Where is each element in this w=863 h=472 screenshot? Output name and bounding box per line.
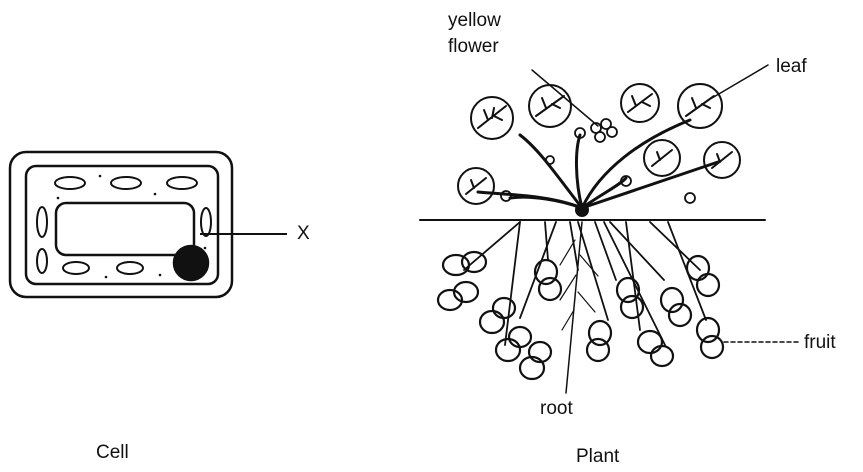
leaf bbox=[704, 142, 740, 178]
plant-caption: Plant bbox=[576, 446, 619, 467]
fruit-pod bbox=[438, 282, 478, 310]
fruit-label: fruit bbox=[804, 332, 836, 353]
fruit-pod bbox=[496, 327, 531, 361]
leaf bbox=[458, 168, 494, 204]
fruit-pod bbox=[638, 331, 673, 366]
fruit-pod bbox=[661, 288, 691, 326]
leaf bbox=[621, 84, 659, 122]
leaf-label: leaf bbox=[776, 56, 807, 77]
cell-caption: Cell bbox=[96, 442, 129, 463]
leaf bbox=[471, 97, 513, 139]
plant-crown bbox=[575, 203, 589, 217]
leaf-pointer-line bbox=[712, 65, 768, 98]
plant-cell bbox=[10, 152, 287, 297]
leaf bbox=[678, 84, 722, 128]
fruit-pod bbox=[520, 342, 551, 379]
root-label: root bbox=[540, 398, 573, 419]
fruits bbox=[438, 252, 723, 379]
fruit-pod bbox=[587, 321, 611, 361]
nucleus bbox=[174, 246, 208, 280]
cell-x-label: X bbox=[297, 223, 310, 244]
leaf bbox=[529, 85, 571, 127]
leaf bbox=[644, 140, 680, 176]
leaves bbox=[458, 84, 740, 204]
yellow-flower-label-line2: flower bbox=[448, 36, 499, 57]
plant bbox=[420, 65, 798, 393]
yellow-flower-label-line1: yellow bbox=[448, 10, 501, 31]
vacuole bbox=[56, 203, 194, 255]
fruit-pod bbox=[443, 252, 486, 275]
fruit-pod bbox=[697, 318, 723, 358]
fruit-pod bbox=[617, 278, 643, 318]
pegs bbox=[464, 222, 706, 345]
